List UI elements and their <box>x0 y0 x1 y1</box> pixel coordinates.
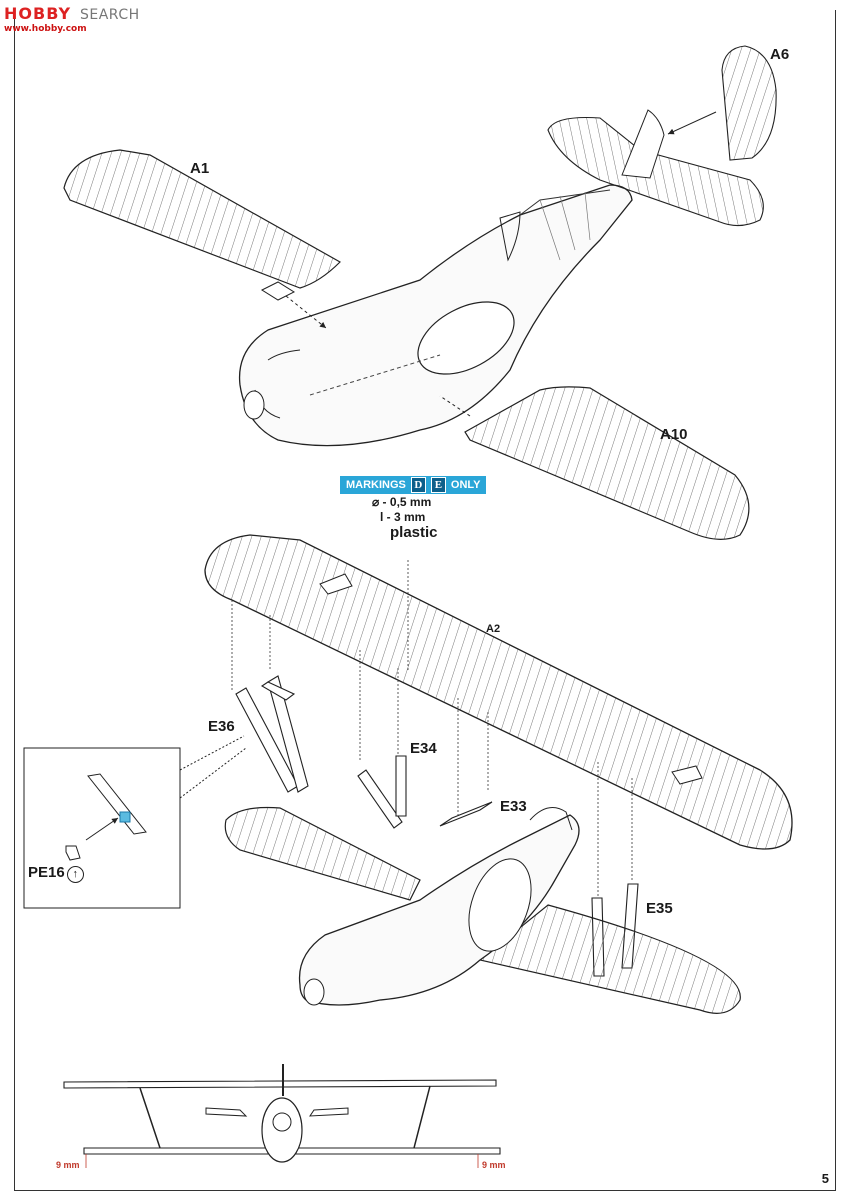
marking-code-e: E <box>430 477 446 493</box>
wing-a1 <box>63 149 341 301</box>
watermark: HOBBY www.hobby.com SEARCH <box>2 4 172 38</box>
watermark-search: SEARCH <box>80 7 140 23</box>
watermark-url: www.hobby.com <box>4 24 87 34</box>
dimension-right: 9 mm <box>482 1160 506 1170</box>
markings-banner: MARKINGS D E ONLY <box>340 476 487 494</box>
spec-material: plastic <box>390 524 438 541</box>
callout-a6: A6 <box>770 46 790 63</box>
wing-a10 <box>439 386 750 540</box>
front-view <box>63 1064 501 1168</box>
markings-suffix: ONLY <box>450 479 481 491</box>
wing-a2 <box>204 534 793 850</box>
watermark-logo: HOBBY <box>4 4 72 23</box>
callout-a1: A1 <box>190 160 210 177</box>
detail-inset <box>23 735 247 909</box>
pe16-label: PE16 <box>28 864 65 881</box>
callout-e34: E34 <box>410 740 437 757</box>
marking-code-d: D <box>410 477 426 493</box>
flip-icon: ↑ <box>66 866 84 883</box>
rudder-a6 <box>667 45 777 161</box>
markings-prefix: MARKINGS <box>346 479 406 491</box>
callout-pe16: PE16↑ <box>28 864 84 883</box>
tailplane <box>547 109 764 227</box>
spec-length: l - 3 mm <box>380 510 426 524</box>
callout-a10: A10 <box>660 426 688 443</box>
callout-e36: E36 <box>208 718 235 735</box>
fuselage-top <box>238 184 633 447</box>
dimension-left: 9 mm <box>56 1160 80 1170</box>
page-frame <box>14 10 836 1191</box>
page-number: 5 <box>821 1171 829 1186</box>
spec-diameter: ⌀ - 0,5 mm <box>372 495 432 509</box>
strut-guide-lines <box>231 560 633 902</box>
callout-e33: E33 <box>500 798 527 815</box>
callout-e35: E35 <box>646 900 673 917</box>
callout-a2: A2 <box>486 623 501 635</box>
fuselage-lower <box>224 806 741 1014</box>
